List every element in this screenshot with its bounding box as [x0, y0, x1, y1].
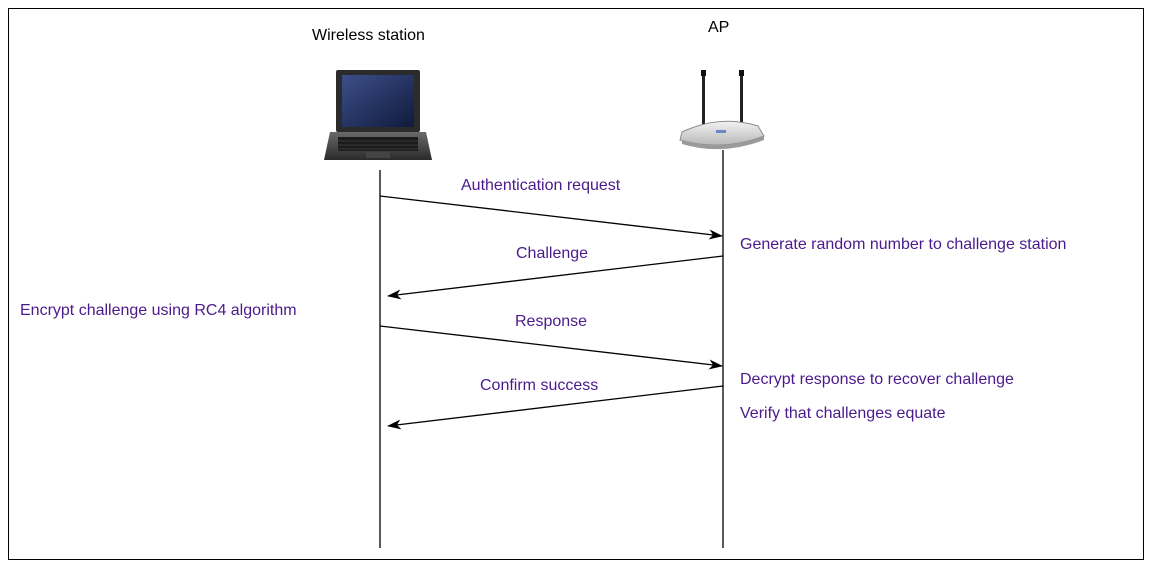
- diagram-frame: [8, 8, 1144, 560]
- wireless-access-point-icon: [679, 70, 765, 150]
- note-generate-random: Generate random number to challenge stat…: [740, 236, 1067, 253]
- note-verify-challenges: Verify that challenges equate: [740, 405, 946, 422]
- message-label-response: Response: [515, 313, 588, 330]
- note-encrypt-challenge: Encrypt challenge using RC4 algorithm: [20, 302, 297, 319]
- arrow-challenge: [387, 255, 724, 300]
- arrow-authentication-request: [379, 195, 723, 240]
- ap-label: AP: [708, 19, 730, 36]
- message-label-authentication-request: Authentication request: [461, 177, 621, 194]
- arrow-confirm-success: [387, 385, 724, 430]
- laptop-icon: [324, 70, 432, 160]
- station-label: Wireless station: [312, 27, 425, 44]
- note-decrypt-response: Decrypt response to recover challenge: [740, 371, 1014, 388]
- message-label-challenge: Challenge: [516, 245, 589, 262]
- message-label-confirm-success: Confirm success: [480, 377, 599, 394]
- arrow-response: [379, 325, 723, 370]
